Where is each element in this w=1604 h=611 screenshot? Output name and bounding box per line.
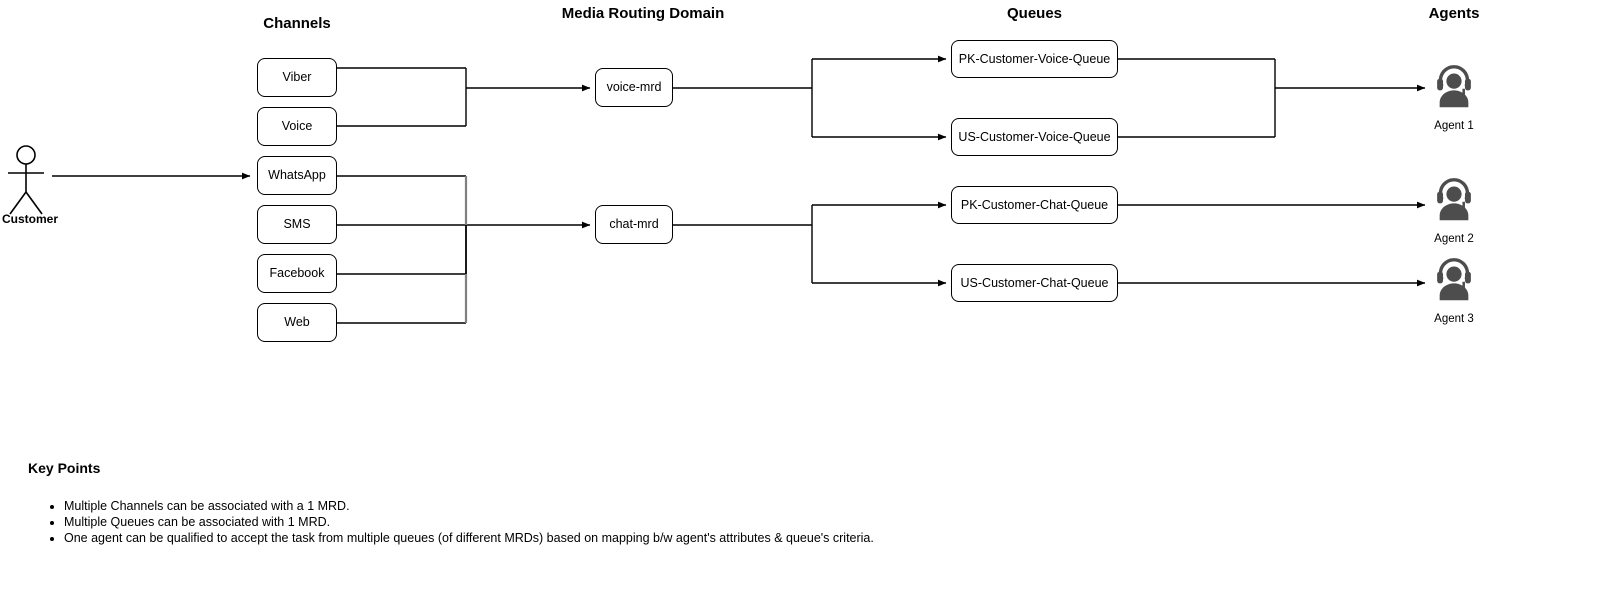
queue-node-pk-customer-voice-queue[interactable]: PK-Customer-Voice-Queue: [951, 40, 1118, 78]
queue-node-pk-customer-chat-queue[interactable]: PK-Customer-Chat-Queue: [951, 186, 1118, 224]
agent-2[interactable]: Agent 2: [1424, 173, 1484, 245]
channel-node-sms[interactable]: SMS: [257, 205, 337, 244]
agent-headset-icon: [1437, 178, 1471, 221]
key-points-title: Key Points: [28, 460, 101, 476]
channel-node-voice[interactable]: Voice: [257, 107, 337, 146]
customer-label: Customer: [2, 212, 59, 226]
column-title-queues: Queues: [1006, 5, 1063, 22]
key-points-section: Key Points Multiple Channels can be asso…: [28, 460, 1128, 546]
channel-node-whatsapp[interactable]: WhatsApp: [257, 156, 337, 195]
key-points-list: Multiple Channels can be associated with…: [28, 498, 1128, 546]
agent-1[interactable]: Agent 1: [1424, 60, 1484, 132]
queue-node-us-customer-chat-queue[interactable]: US-Customer-Chat-Queue: [951, 264, 1118, 302]
key-point-item: One agent can be qualified to accept the…: [64, 530, 1128, 546]
queue-node-us-customer-voice-queue[interactable]: US-Customer-Voice-Queue: [951, 118, 1118, 156]
stick-figure-icon: [8, 145, 44, 215]
agent-1-label: Agent 1: [1434, 120, 1474, 132]
key-point-item: Multiple Queues can be associated with 1…: [64, 514, 1128, 530]
channel-node-web[interactable]: Web: [257, 303, 337, 342]
agent-3-label: Agent 3: [1434, 313, 1474, 325]
column-title-channels: Channels: [263, 15, 331, 32]
agent-3[interactable]: Agent 3: [1424, 253, 1484, 325]
mrd-node-voice-mrd[interactable]: voice-mrd: [595, 68, 673, 107]
channel-node-facebook[interactable]: Facebook: [257, 254, 337, 293]
column-title-agents: Agents: [1428, 5, 1480, 22]
channel-node-viber[interactable]: Viber: [257, 58, 337, 97]
agent-headset-icon: [1437, 65, 1471, 108]
mrd-node-chat-mrd[interactable]: chat-mrd: [595, 205, 673, 244]
key-point-item: Multiple Channels can be associated with…: [64, 498, 1128, 514]
agent-headset-icon: [1437, 258, 1471, 301]
column-title-media-routing-domain: Media Routing Domain: [561, 5, 725, 22]
agent-2-label: Agent 2: [1434, 233, 1474, 245]
